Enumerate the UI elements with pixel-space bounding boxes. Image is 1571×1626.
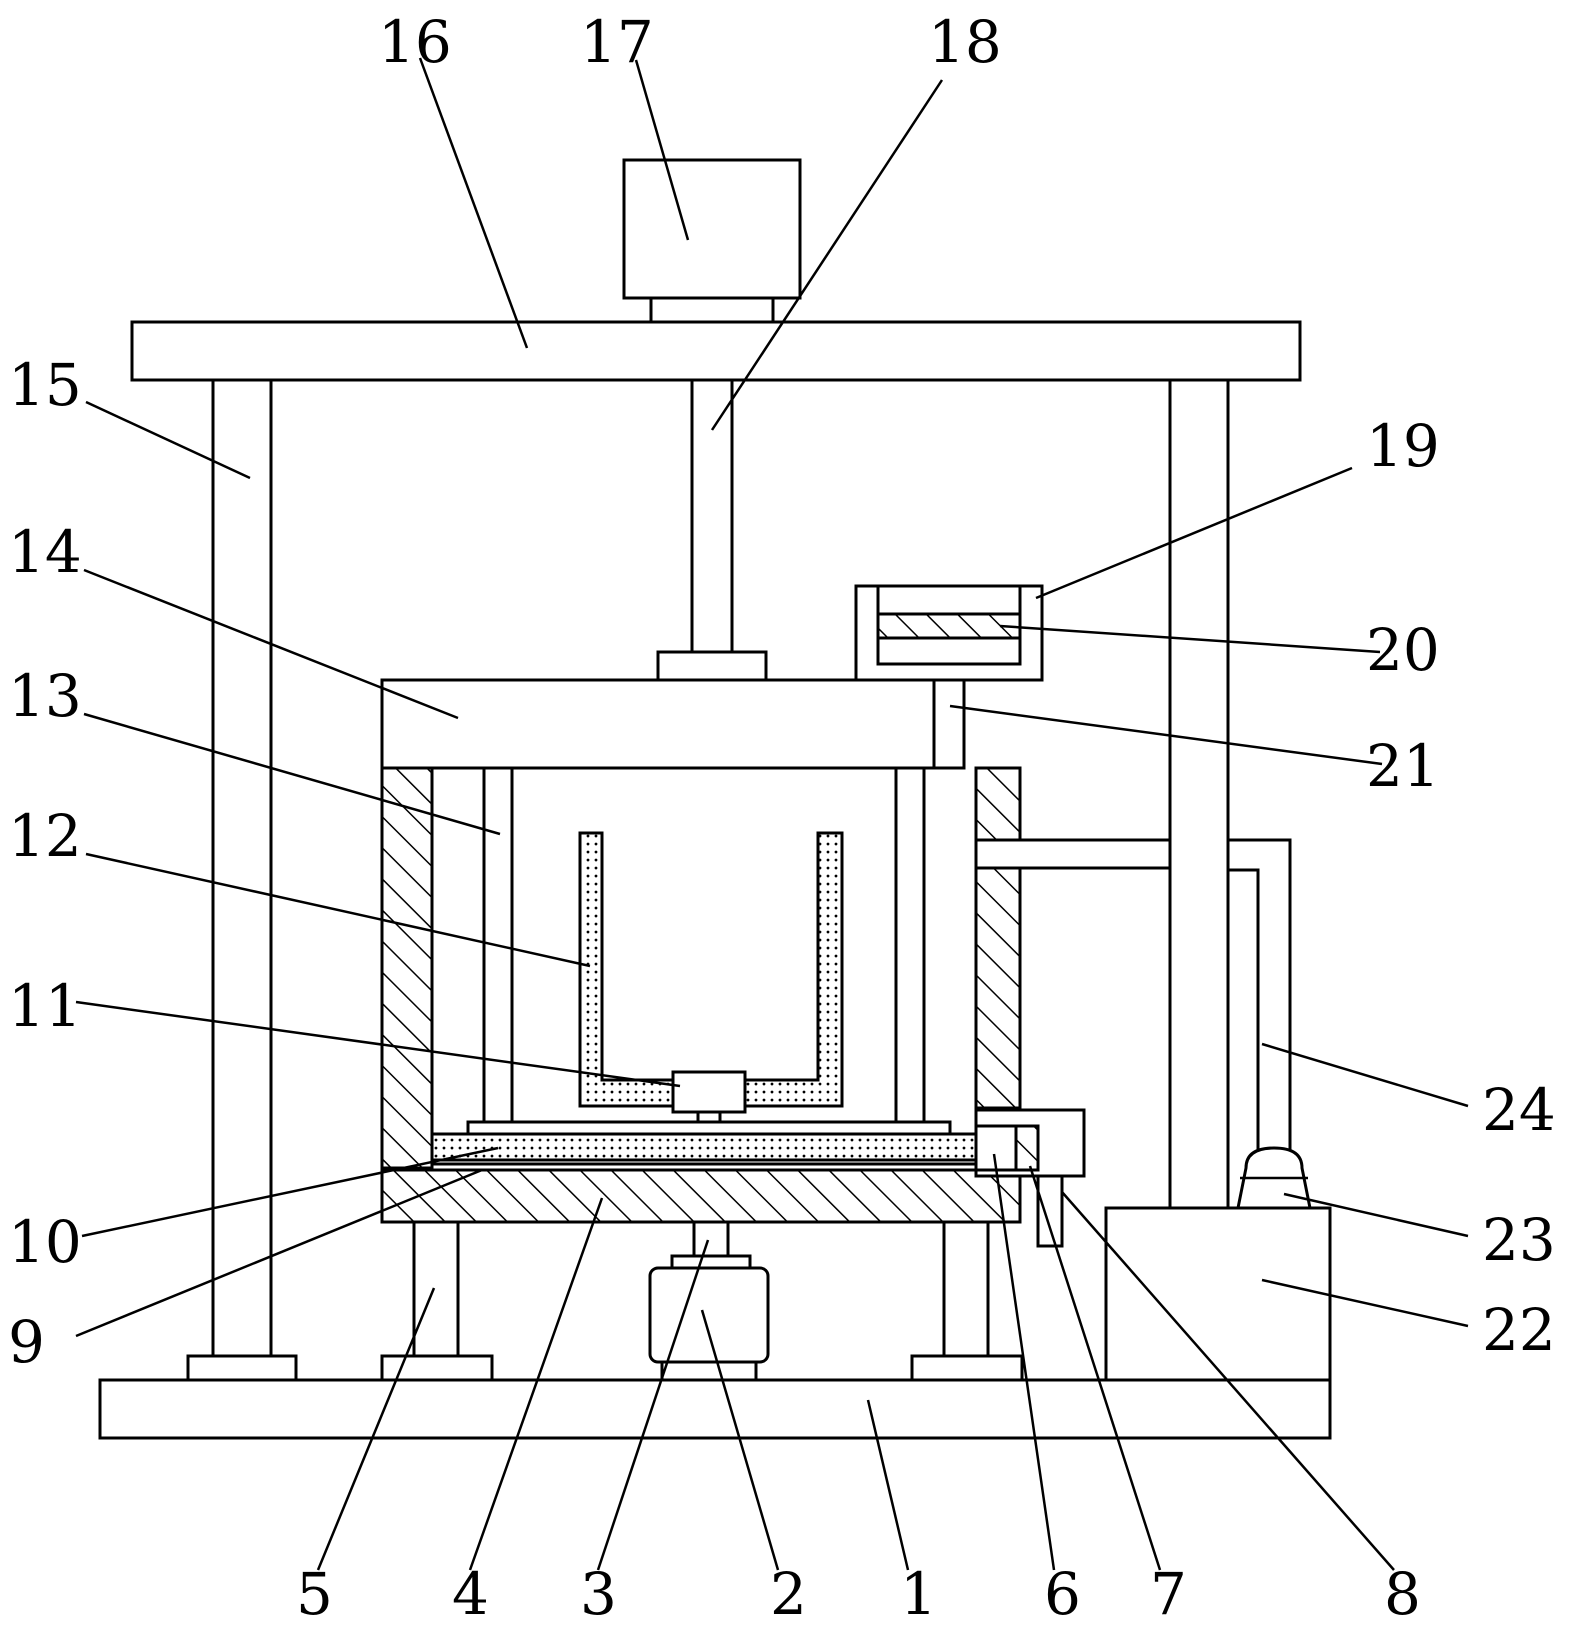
guide-rod-right xyxy=(894,766,926,1126)
lid xyxy=(380,678,936,770)
label-15: 15 xyxy=(8,351,82,419)
base-plate xyxy=(98,1378,1332,1440)
bottom-shaft xyxy=(692,1220,730,1258)
leg-right-foot xyxy=(910,1354,1024,1382)
label-24: 24 xyxy=(1482,1076,1556,1144)
label-13: 13 xyxy=(8,662,82,730)
label-16: 16 xyxy=(378,8,452,76)
return-pipe xyxy=(974,838,1172,870)
frame-column-left xyxy=(211,378,273,1358)
valve-gate xyxy=(1014,1124,1040,1172)
support-plate xyxy=(466,1120,952,1136)
leg-right xyxy=(942,1220,990,1358)
side-box-filter xyxy=(876,612,1022,640)
label-23: 23 xyxy=(1482,1206,1556,1274)
bottom-motor xyxy=(648,1266,770,1364)
lift-rod xyxy=(690,378,734,654)
label-11: 11 xyxy=(8,972,82,1040)
label-22: 22 xyxy=(1482,1296,1556,1364)
label-17: 17 xyxy=(580,8,654,76)
label-10: 10 xyxy=(8,1208,82,1276)
label-19: 19 xyxy=(1366,412,1440,480)
tank-bottom xyxy=(380,1168,1022,1224)
label-1: 1 xyxy=(900,1560,937,1626)
label-14: 14 xyxy=(8,518,82,586)
label-6: 6 xyxy=(1044,1560,1081,1626)
label-20: 20 xyxy=(1366,616,1440,684)
leader-lines xyxy=(75,57,1469,1571)
label-8: 8 xyxy=(1384,1560,1421,1626)
top-motor-base xyxy=(649,296,775,324)
water-tank xyxy=(1104,1206,1332,1382)
inner-motor-shaft xyxy=(696,1110,722,1124)
filter-layer xyxy=(430,1132,978,1162)
basket xyxy=(578,831,844,1108)
label-2: 2 xyxy=(770,1560,807,1626)
label-5: 5 xyxy=(296,1560,333,1626)
label-18: 18 xyxy=(928,8,1002,76)
label-7: 7 xyxy=(1150,1560,1187,1626)
leg-left xyxy=(412,1220,460,1358)
link-rod xyxy=(932,678,966,770)
label-4: 4 xyxy=(452,1560,489,1626)
bottom-motor-base xyxy=(660,1360,758,1382)
top-motor xyxy=(622,158,802,300)
label-12: 12 xyxy=(8,802,82,870)
tank-wall-right xyxy=(974,766,1022,1110)
valve-outlet xyxy=(1036,1174,1064,1248)
lift-rod-flange xyxy=(656,650,768,682)
column-foot-left xyxy=(186,1354,298,1382)
tank-wall-left xyxy=(380,766,434,1170)
label-21: 21 xyxy=(1366,732,1440,800)
tank-inner-bottom-line xyxy=(430,1162,978,1172)
bottom-coupling xyxy=(670,1254,752,1270)
inner-motor xyxy=(671,1070,747,1114)
label-9: 9 xyxy=(8,1308,45,1376)
top-plate xyxy=(130,320,1302,382)
frame-column-right xyxy=(1168,378,1230,1358)
label-3: 3 xyxy=(580,1560,617,1626)
